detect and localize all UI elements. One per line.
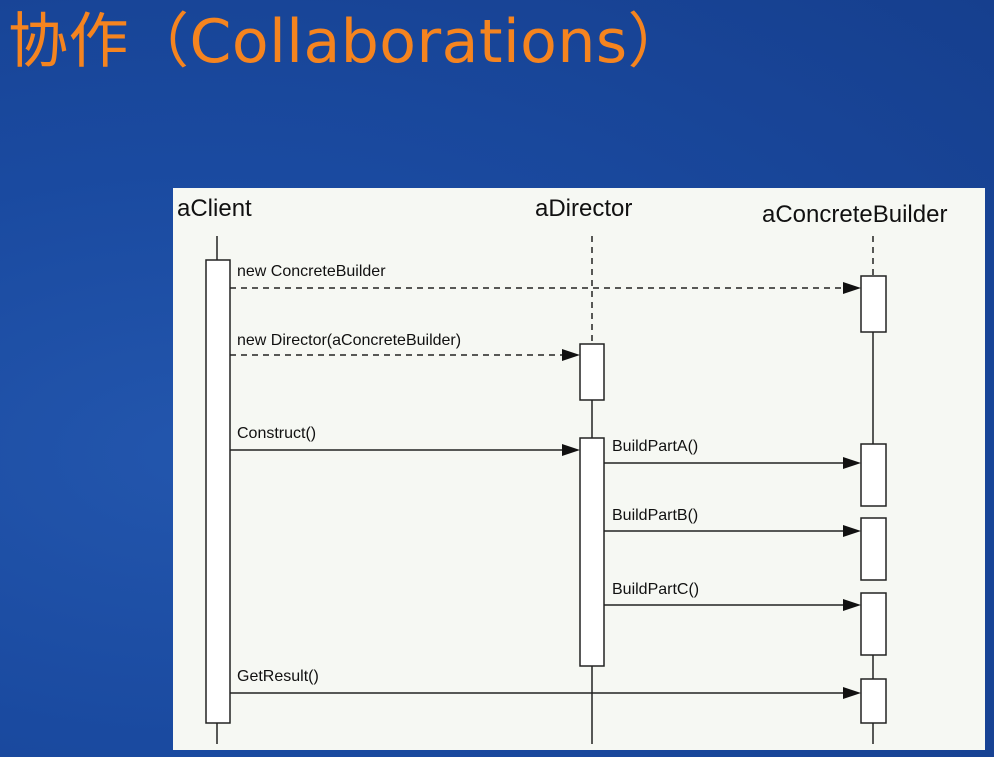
arrow-head-icon xyxy=(843,282,861,294)
arrow-head-icon xyxy=(843,687,861,699)
arrow-head-icon xyxy=(562,444,580,456)
message-label-construct: Construct() xyxy=(237,425,316,442)
message-label-buildparta: BuildPartA() xyxy=(612,438,698,455)
slide-title: 协作（Collaborations） xyxy=(8,7,689,77)
message-label-new-director: new Director(aConcreteBuilder) xyxy=(237,332,461,349)
arrow-head-icon xyxy=(843,599,861,611)
activation-builder-partc xyxy=(860,592,887,656)
activation-builder-partb xyxy=(860,517,887,581)
sequence-diagram: aClient aDirector aConcreteBuilder new C… xyxy=(177,195,947,744)
object-label-adirector: aDirector xyxy=(535,195,632,222)
message-label-new-concretebuilder: new ConcreteBuilder xyxy=(237,263,386,280)
object-label-aconcretebuilder: aConcreteBuilder xyxy=(762,201,947,228)
message-label-buildpartc: BuildPartC() xyxy=(612,581,699,598)
activation-builder-create xyxy=(860,275,887,333)
message-label-getresult: GetResult() xyxy=(237,668,319,685)
activation-adirector-create xyxy=(579,343,605,401)
arrow-head-icon xyxy=(843,525,861,537)
activation-builder-parta xyxy=(860,443,887,507)
message-label-buildpartb: BuildPartB() xyxy=(612,507,698,524)
object-label-aclient: aClient xyxy=(177,195,252,222)
activation-adirector-construct xyxy=(579,437,605,667)
activation-aclient xyxy=(205,259,231,724)
arrow-head-icon xyxy=(562,349,580,361)
arrow-head-icon xyxy=(843,457,861,469)
sequence-diagram-panel: aClient aDirector aConcreteBuilder new C… xyxy=(173,188,985,750)
activation-builder-getresult xyxy=(860,678,887,724)
